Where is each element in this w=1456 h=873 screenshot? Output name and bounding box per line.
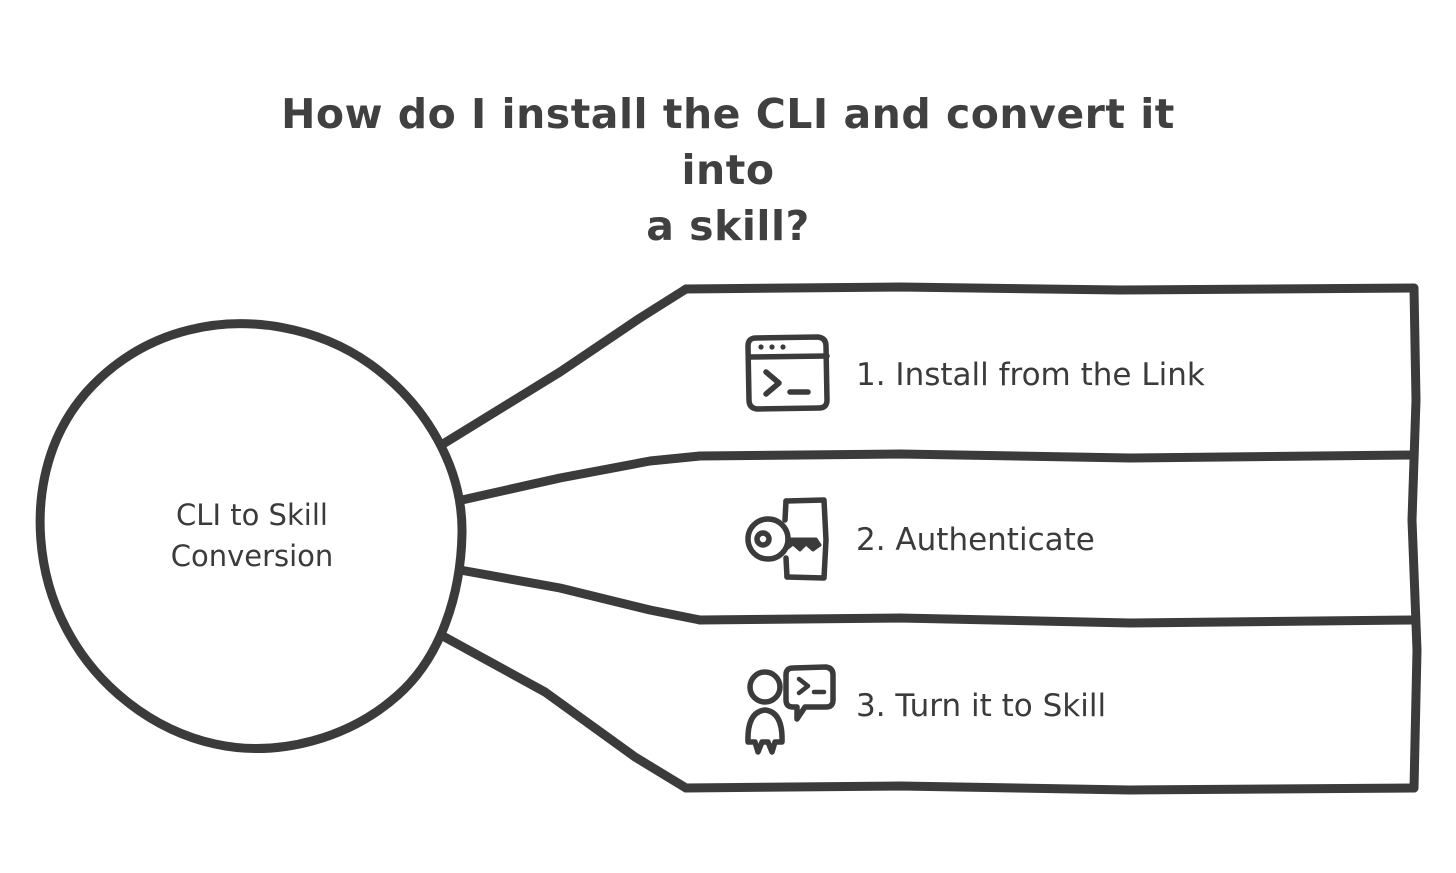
central-circle — [35, 319, 467, 753]
terminal-window-icon — [744, 331, 836, 423]
terminal-window-icon-graphic — [745, 334, 830, 412]
person-terminal-bubble-icon-graphic — [745, 664, 836, 755]
connector-line-1 — [438, 284, 691, 449]
person-terminal-bubble-icon — [744, 661, 836, 753]
key-door-icon-graphic — [745, 497, 829, 581]
bracket-line-top — [681, 282, 1419, 295]
connector-line-4 — [436, 630, 691, 793]
connector-line-2 — [457, 451, 705, 505]
connector-line-3 — [455, 565, 705, 625]
bracket-line-third — [695, 613, 1419, 628]
key-door-icon — [744, 496, 836, 588]
bracket-right-edge — [1407, 283, 1422, 793]
bracket-line-second — [695, 449, 1419, 463]
bracket-line-bottom — [681, 781, 1419, 795]
